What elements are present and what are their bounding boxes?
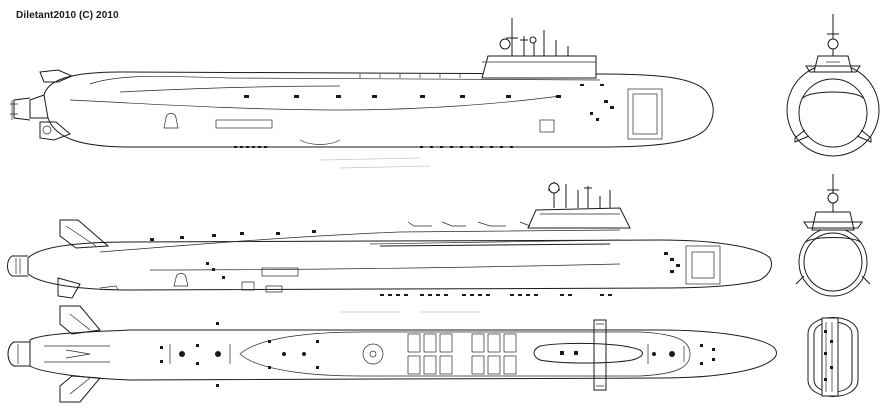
missile-tubes xyxy=(407,333,517,375)
author-caption: Diletant2010 (C) 2010 xyxy=(16,10,119,21)
side-profile-middle xyxy=(7,182,773,299)
front-section-lower xyxy=(807,317,859,397)
front-section-upper xyxy=(786,14,880,157)
front-section-middle xyxy=(795,174,871,297)
faint-marks xyxy=(319,157,480,313)
side-profile-upper xyxy=(10,18,714,148)
plan-view xyxy=(7,305,777,403)
